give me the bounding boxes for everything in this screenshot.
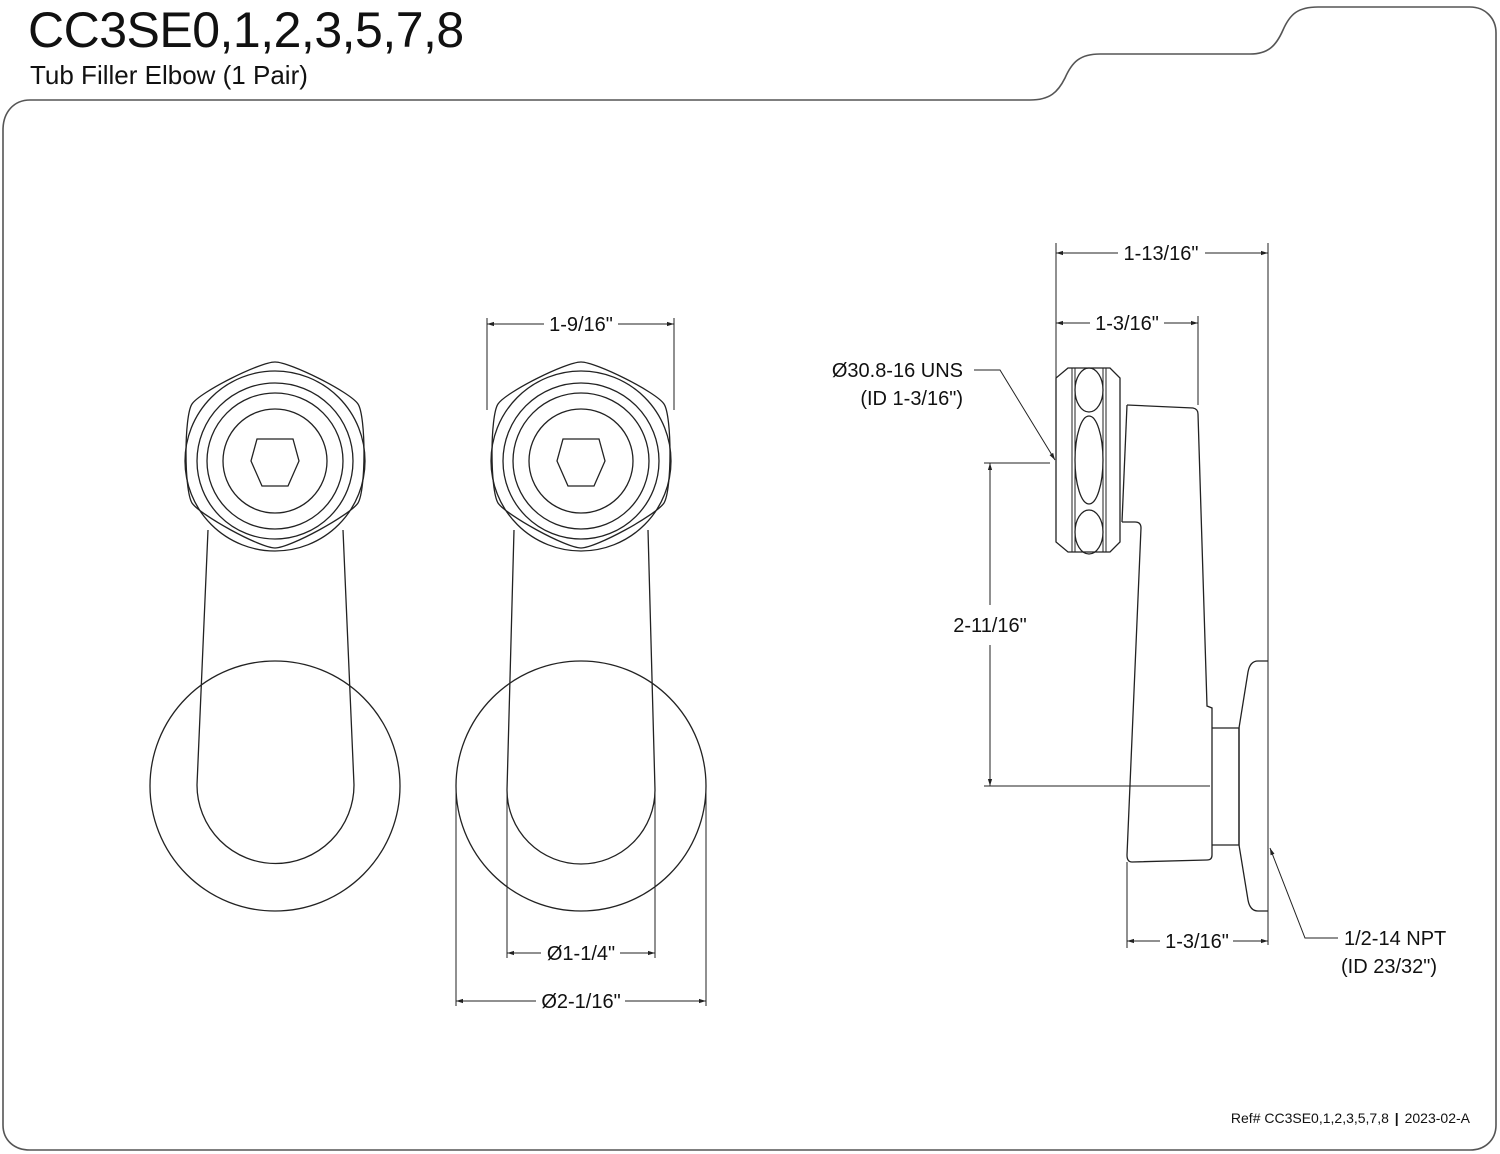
dim-coupling-depth: 1-3/16" (1095, 313, 1159, 335)
side-view (974, 243, 1338, 948)
callout-bottom-thread-id: (ID 23/32") (1341, 956, 1437, 978)
dim-overall-depth: 1-13/16" (1124, 243, 1199, 265)
dim-flange-diameter: Ø2-1/16" (541, 991, 620, 1013)
ref-label: Ref# CC3SE0,1,2,3,5,7,8 (1230, 1110, 1389, 1126)
ref-separator: | (1394, 1110, 1399, 1126)
callout-top-thread: Ø30.8-16 UNS (832, 360, 963, 382)
dim-body-diameter: Ø1-1/4" (547, 943, 615, 965)
page-subtitle: Tub Filler Elbow (1 Pair) (30, 60, 308, 90)
callout-top-thread-id: (ID 1-3/16") (860, 388, 963, 410)
front-view-left (149, 361, 401, 912)
ref-revision: 2023-02-A (1404, 1110, 1470, 1126)
front-view-right (455, 318, 707, 1006)
callout-bottom-thread: 1/2-14 NPT (1344, 928, 1446, 950)
dim-base-depth: 1-3/16" (1165, 931, 1229, 953)
dim-hex-width: 1-9/16" (549, 314, 613, 336)
dim-height: 2-11/16" (953, 615, 1026, 637)
sheet-frame (2, 6, 1497, 1151)
reference-footer: Ref# CC3SE0,1,2,3,5,7,8 | 2023-02-A (1231, 1110, 1470, 1126)
page-title: CC3SE0,1,2,3,5,7,8 (28, 2, 464, 58)
